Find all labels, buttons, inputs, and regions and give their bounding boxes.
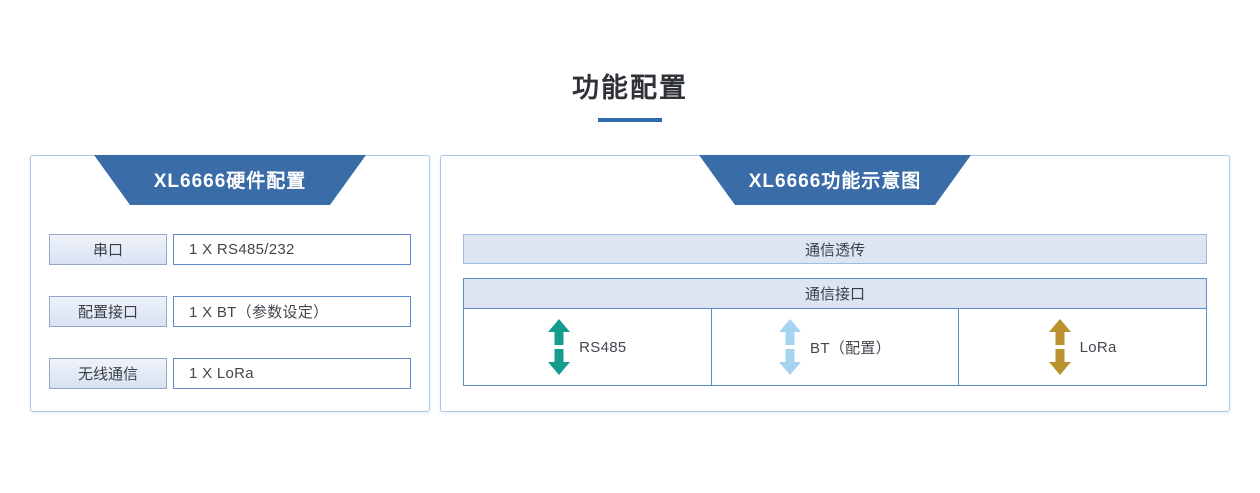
diagram-panel-banner: XL6666功能示意图 [699,155,971,205]
spec-value: 1 X BT（参数设定） [173,296,411,327]
spec-label: 无线通信 [49,358,167,389]
double-arrow-icon [548,319,571,375]
double-arrow-icon [1048,319,1071,375]
interface-cell-lora: LoRa [958,309,1207,385]
hardware-spec-rows: 串口 1 X RS485/232 配置接口 1 X BT（参数设定） 无线通信 … [49,234,411,420]
page-header: 功能配置 [0,66,1260,122]
interface-cell-rs485: RS485 [464,309,711,385]
spec-label: 配置接口 [49,296,167,327]
spec-value: 1 X RS485/232 [173,234,411,265]
hardware-panel-title: XL6666硬件配置 [153,170,307,192]
spec-row-config-interface: 配置接口 1 X BT（参数设定） [49,296,411,327]
interface-label: RS485 [579,338,627,356]
double-arrow-icon [779,319,802,375]
hardware-config-panel: XL6666硬件配置 串口 1 X RS485/232 配置接口 1 X BT（… [30,155,430,412]
interface-label: BT（配置） [810,339,891,357]
spec-row-serial: 串口 1 X RS485/232 [49,234,411,265]
title-underline [598,118,662,122]
passthrough-bar: 通信透传 [463,234,1207,264]
page-title: 功能配置 [572,73,688,103]
interface-table-header: 通信接口 [464,279,1206,309]
spec-value: 1 X LoRa [173,358,411,389]
interface-label: LoRa [1079,338,1117,356]
hardware-panel-banner: XL6666硬件配置 [94,155,366,205]
spec-label: 串口 [49,234,167,265]
interface-table: 通信接口 RS485 BT（配置） [463,278,1207,386]
diagram-panel-title: XL6666功能示意图 [748,170,922,192]
spec-row-wireless: 无线通信 1 X LoRa [49,358,411,389]
function-diagram-panel: XL6666功能示意图 通信透传 通信接口 RS485 [440,155,1230,412]
interface-cells: RS485 BT（配置） LoRa [464,309,1207,385]
interface-cell-bt: BT（配置） [710,309,959,385]
